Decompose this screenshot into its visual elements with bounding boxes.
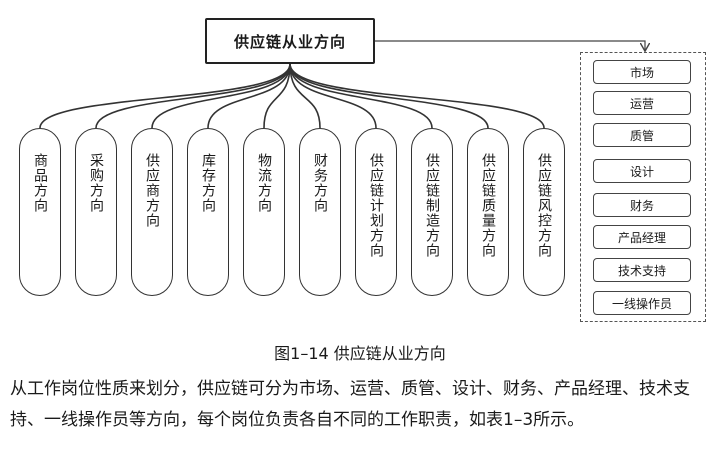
branch-label: 供应链制造方向 — [424, 153, 440, 258]
side-item-label: 财务 — [629, 198, 654, 213]
branch-connector — [289, 63, 321, 129]
branch-connector — [289, 63, 545, 129]
branch-label: 商品方向 — [32, 153, 48, 213]
side-item-label: 一线操作员 — [611, 296, 672, 311]
side-item-label: 设计 — [629, 164, 654, 179]
branch-node: 采购方向 — [75, 128, 117, 296]
root-node: 供应链从业方向 — [205, 18, 375, 64]
connector-lines — [39, 40, 720, 129]
branch-label: 供应链风控方向 — [536, 153, 552, 258]
branch-label: 物流方向 — [256, 153, 272, 213]
side-item: 设计 — [593, 159, 691, 183]
branch-node: 供应链质量方向 — [467, 128, 509, 296]
side-arrow-connector — [375, 40, 645, 50]
branch-connector — [207, 63, 291, 129]
branch-label: 供应链质量方向 — [480, 153, 496, 258]
branch-label: 供应链计划方向 — [368, 153, 384, 258]
side-item: 运营 — [593, 91, 691, 115]
branch-node: 供应链制造方向 — [411, 128, 453, 296]
side-item: 市场 — [593, 60, 691, 84]
branch-connector — [95, 63, 291, 129]
branch-connector — [263, 63, 291, 129]
branch-label: 供应商方向 — [144, 153, 160, 228]
branch-node: 库存方向 — [187, 128, 229, 296]
side-item: 技术支持 — [593, 258, 691, 282]
branch-node: 供应链计划方向 — [355, 128, 397, 296]
body-paragraph: 从工作岗位性质来划分，供应链可分为市场、运营、质管、设计、财务、产品经理、技术支… — [10, 379, 690, 430]
side-panel — [580, 52, 706, 322]
branch-node: 供应链风控方向 — [523, 128, 565, 296]
branch-label: 财务方向 — [312, 153, 328, 213]
branch-label: 采购方向 — [88, 153, 104, 213]
side-item: 质管 — [593, 123, 691, 147]
root-node-label: 供应链从业方向 — [233, 32, 346, 51]
branch-connector — [151, 63, 291, 129]
side-item: 一线操作员 — [593, 291, 691, 315]
branch-node: 商品方向 — [19, 128, 61, 296]
branch-node: 供应商方向 — [131, 128, 173, 296]
side-item-label: 运营 — [629, 96, 654, 111]
side-item: 财务 — [593, 193, 691, 217]
branch-connector — [289, 63, 489, 129]
branch-node: 财务方向 — [299, 128, 341, 296]
side-item: 产品经理 — [593, 225, 691, 249]
figure-caption: 图1–14 供应链从业方向 — [274, 344, 446, 363]
side-item-label: 市场 — [629, 65, 654, 80]
branch-connector — [39, 63, 291, 129]
branch-label: 库存方向 — [200, 153, 216, 213]
side-item-label: 技术支持 — [617, 263, 666, 278]
side-item-label: 质管 — [629, 128, 654, 143]
branch-node: 物流方向 — [243, 128, 285, 296]
side-item-label: 产品经理 — [617, 230, 666, 245]
branch-connector — [289, 63, 377, 129]
branch-connector — [289, 63, 433, 129]
